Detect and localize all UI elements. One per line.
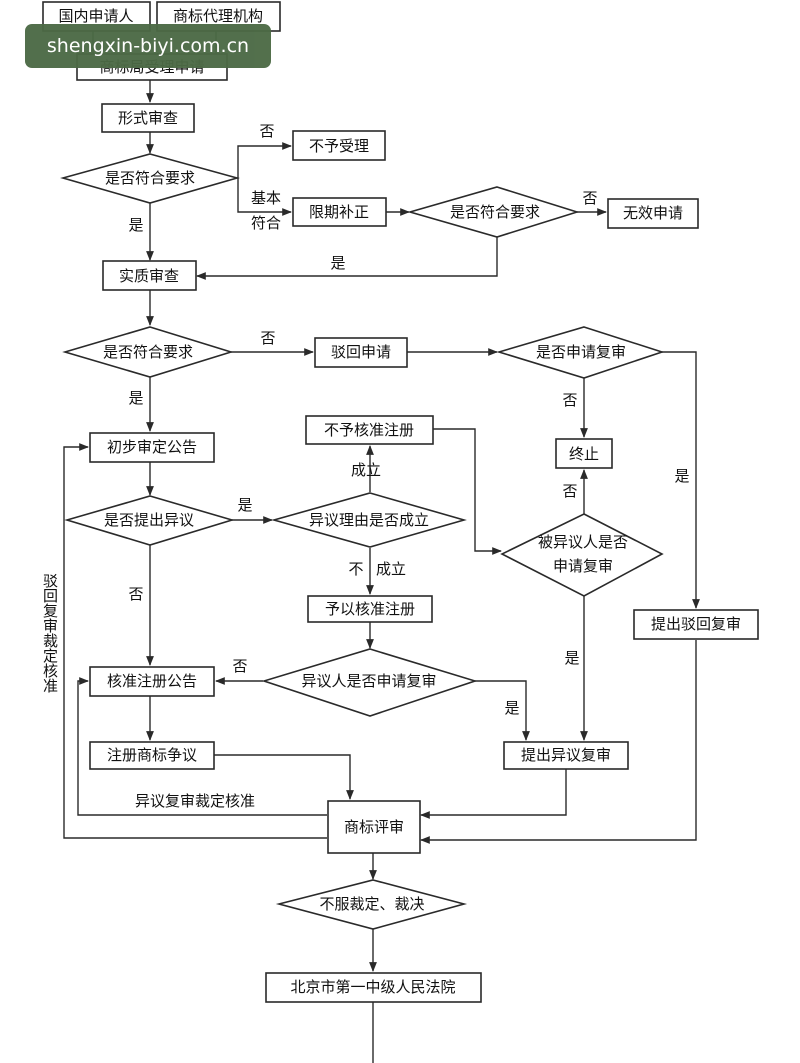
label-respondent-review-line1: 被异议人是否 [538,533,628,551]
node-apply-review-question: 是否申请复审 [496,326,665,379]
node-opposition-reason-question: 异议理由是否成立 [271,492,467,548]
label-trademark-dispute: 注册商标争议 [107,746,197,764]
edge-label-rejection-review-ruling-vertical: 驳回复审裁定核准 [41,573,59,693]
node-rejected-application: 驳回申请 [314,337,408,368]
label-opposition-reason-question: 异议理由是否成立 [309,511,429,529]
node-invalid-application: 无效申请 [607,198,699,229]
label-meets-requirements-3: 是否符合要求 [103,343,193,361]
label-file-rejection-review: 提出驳回复审 [651,615,741,633]
edge-label-yes-3: 是 [128,389,143,407]
edge-label-no-3: 否 [260,329,275,347]
edge-label-no-5: 否 [562,482,577,500]
label-file-opposition-review: 提出异议复审 [521,746,611,764]
edge-label-opposition-review-ruling: 异议复审裁定核准 [135,792,255,810]
node-disagree-ruling: 不服裁定、裁决 [275,879,468,930]
node-substantive-exam: 实质审查 [102,260,197,291]
edge-q1-no [237,142,292,179]
edge-q2-yes [196,237,498,280]
edge-q8-yes [475,680,530,741]
edge-dispute-to-trab [214,754,354,800]
edges [63,31,700,1063]
edge-q4-yes [662,351,700,609]
node-meets-requirements-2: 是否符合要求 [407,186,580,238]
label-registration-announcement: 核准注册公告 [107,672,197,690]
edge-label-established-2: 成立 [376,560,406,578]
node-respondent-review-question: 被异议人是否 申请复审 [500,513,664,597]
node-opposition-question: 是否提出异议 [64,495,235,546]
label-correction: 限期补正 [309,203,369,221]
node-not-accepted: 不予受理 [292,130,386,161]
edge-trab-to-regannounce [77,677,327,816]
edge-label-not: 不 [348,560,363,578]
edge-label-no-4: 否 [562,391,577,409]
node-registration-announcement: 核准注册公告 [89,666,215,697]
edge-label-yes-4: 是 [674,467,689,485]
edge-label-yes-5: 是 [237,496,252,514]
edge-label-basic-1: 基本 [251,189,281,207]
label-trademark-review-board: 商标评审 [344,818,404,836]
label-meets-requirements-1: 是否符合要求 [105,169,195,187]
edge-q1-basic [237,178,292,216]
node-preliminary-announcement: 初步审定公告 [89,432,215,463]
edge-label-yes-1: 是 [128,216,143,234]
label-apply-review-question: 是否申请复审 [536,343,626,361]
node-opponent-review-question: 异议人是否申请复审 [261,648,478,717]
node-file-opposition-review: 提出异议复审 [503,741,629,770]
edge-label-yes-7: 是 [504,699,519,717]
edge-rejectreview-to-trab [420,640,697,844]
node-meets-requirements-3: 是否符合要求 [62,326,234,378]
edge-oppreview-to-trab [420,769,567,819]
label-not-accepted: 不予受理 [309,137,369,155]
label-not-approved-registration: 不予核准注册 [324,421,414,439]
node-terminate: 终止 [555,438,613,469]
label-formal-exam: 形式审查 [118,109,178,127]
edge-label-no-2: 否 [582,189,597,207]
label-disagree-ruling: 不服裁定、裁决 [319,895,424,913]
label-meets-requirements-2: 是否符合要求 [450,203,540,221]
edge-labels: 否 基本 符合 是 否 是 否 是 否 是 是 成立 不 成立 否 否 是 否 … [41,122,690,810]
node-approve-registration: 予以核准注册 [307,595,433,623]
node-beijing-court: 北京市第一中级人民法院 [265,972,482,1003]
node-file-rejection-review: 提出驳回复审 [633,609,759,640]
node-formal-exam: 形式审查 [101,103,195,133]
label-substantive-exam: 实质审查 [119,267,179,285]
watermark-badge: shengxin-biyi.com.cn [25,24,271,68]
label-preliminary-announcement: 初步审定公告 [107,438,197,456]
label-respondent-review-line2: 申请复审 [553,557,613,575]
node-meets-requirements-1: 是否符合要求 [60,153,240,204]
node-trademark-dispute: 注册商标争议 [89,741,215,770]
label-terminate: 终止 [569,445,599,463]
node-correction: 限期补正 [292,197,387,227]
node-trademark-review-board: 商标评审 [327,800,421,854]
edge-label-established: 成立 [351,461,381,479]
label-domestic-applicant: 国内申请人 [58,7,133,25]
edge-label-no-7: 否 [232,657,247,675]
node-not-approved-registration: 不予核准注册 [305,415,434,445]
label-beijing-court: 北京市第一中级人民法院 [290,978,455,996]
edge-label-yes-2: 是 [330,254,345,272]
label-invalid-application: 无效申请 [623,204,683,222]
edge-notapproved-to-q7 [433,428,502,555]
label-opposition-question: 是否提出异议 [104,511,194,529]
edge-label-no-6: 否 [128,585,143,603]
label-approve-registration: 予以核准注册 [325,600,415,618]
label-opponent-review-question: 异议人是否申请复审 [301,672,436,690]
edge-trab-to-prelim [63,443,327,839]
label-trademark-agency: 商标代理机构 [173,7,263,25]
edge-label-no-1: 否 [259,122,274,140]
edge-label-basic-2: 符合 [251,214,281,232]
label-rejected-application: 驳回申请 [331,343,391,361]
edge-label-yes-6: 是 [564,649,579,667]
